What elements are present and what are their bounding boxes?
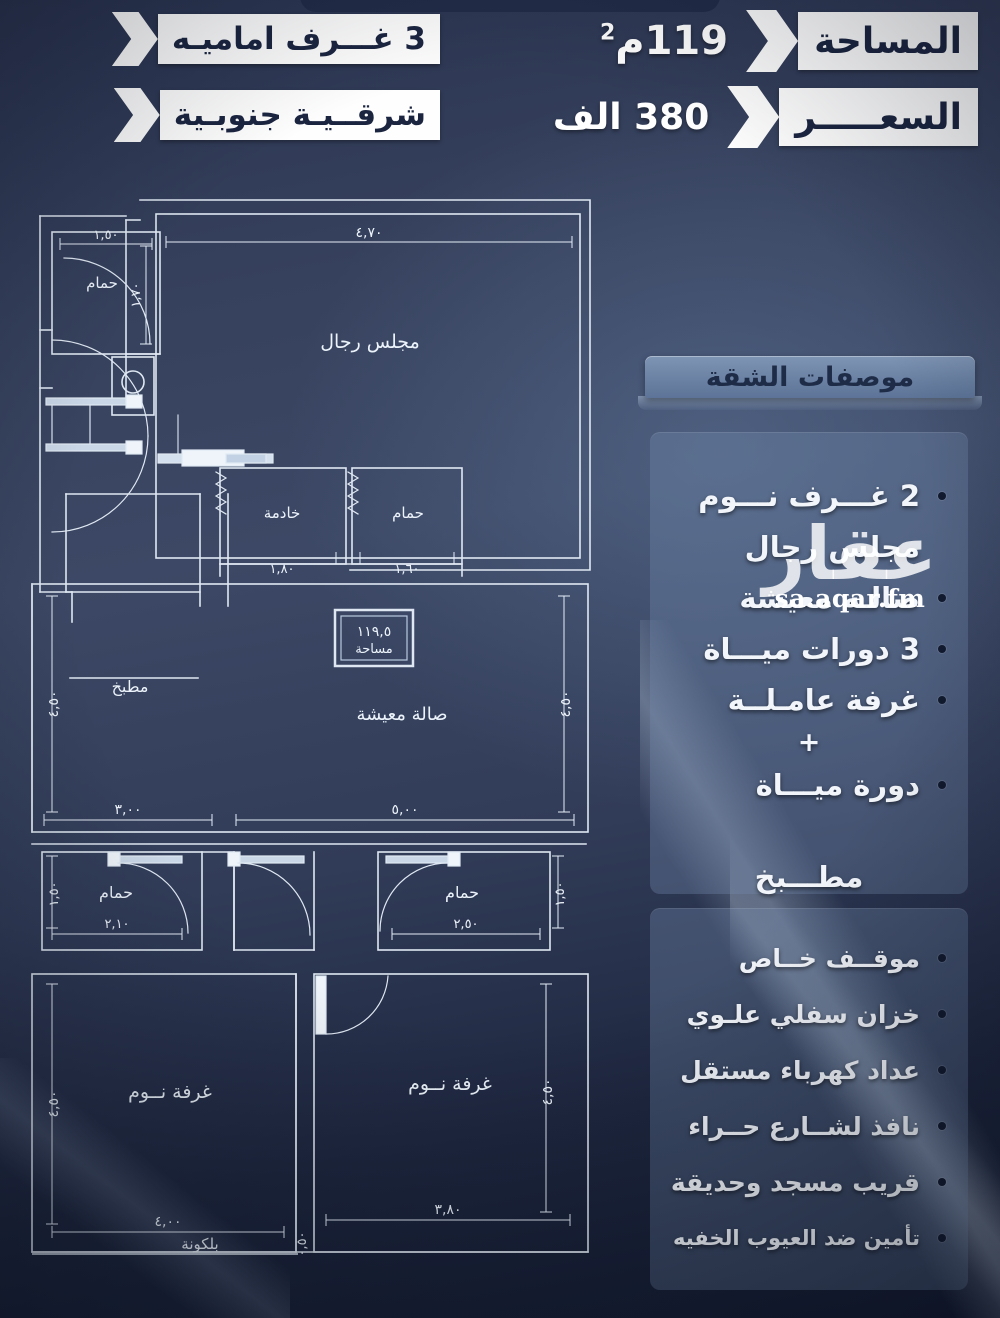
price-value: 380 الف [552,96,710,138]
price-label-plate: السعـــــر [779,88,978,146]
area-value: 119م [615,18,729,64]
dim-kitchen-height: ٤,٥٠ [46,690,62,717]
bullet-dot-icon [938,1010,946,1018]
list-item: نافذ لشــارع حــراء [650,1098,968,1154]
price-ribbon-row: السعـــــر 380 الف [553,86,978,148]
bullet-dot-icon [938,1178,946,1186]
list-item: قريب مسجد وحديقة [650,1154,968,1210]
bullet-dot-icon [938,593,946,602]
spec-kitchen-label: مطـــبخ [754,860,864,894]
spec-item-label: + [797,726,821,758]
spec-panel-title-text: موصفات الشقة [705,361,915,393]
area-label: المساحة [814,20,962,62]
dim-bath4-height: ١,٥٠ [553,881,568,906]
dim-bed1-height: ٤,٥٠ [46,1090,62,1117]
spec-item-label: صالـه معيشة [739,580,920,615]
spec-item-label: مجلس رجال [744,529,920,564]
chevron-icon-direction [113,88,160,142]
area-value-wrap: 119م2 [600,18,728,64]
list-item: صالـه معيشة [650,572,968,623]
dim-living-height: ٤,٥٠ [558,690,574,717]
bullet-dot-icon [938,695,946,704]
front-rooms-ribbon-row: 3 غـــرف اماميـه [111,12,440,66]
dim-kitchen-width: ٣,٠٠ [114,802,141,818]
list-item: عداد كهرباء مستقل [650,1042,968,1098]
bullet-dot-icon [938,1066,946,1074]
plan-label-bedroom-right: غرفة نــوم [408,1073,492,1095]
bullet-dot-icon [938,644,946,653]
dim-bath1-height: ١,٧٠ [129,282,144,307]
front-rooms-plate: 3 غـــرف اماميـه [157,14,440,64]
list-item: 3 دورات ميـــاة [650,623,968,674]
spec-item-label: 3 دورات ميـــاة [703,631,920,666]
plan-label-bath-top: حمام [86,274,118,292]
poster-header: المساحة 119م2 السعـــــر 380 الف 3 غـــر… [0,0,1000,172]
area-ribbon-row: المساحة 119م2 [600,10,978,72]
dim-bed2-height: ٤,٥٠ [540,1078,556,1105]
dim-bed2-width: ٣,٨٠ [434,1202,461,1218]
plan-label-majlis: مجلس رجال [320,331,420,353]
spec-item-label: دورة ميـــاة [755,767,920,802]
plan-label-maid: خادمة [264,504,301,522]
dim-living-width: ٥,٠٠ [391,802,418,818]
direction-ribbon-row: شرقــيـة جنوبـية [113,88,440,142]
list-item: خزان سفلي علـوي [650,986,968,1042]
dim-bath2-width: ١,٦٠ [394,562,419,577]
spec-amenities-list: موقــف خــاص خزان سفلي علـوي عداد كهرباء… [650,930,968,1266]
list-item-plus: + [650,725,968,759]
plan-label-balcony: بلكونة [181,1235,218,1253]
bullet-dot-icon [938,780,946,789]
dim-bath1-width: ١,٥٠ [93,228,118,243]
plan-area-stamp-value: ١١٩,٥ [357,624,392,640]
amenity-item-label: خزان سفلي علـوي [686,999,920,1029]
spec-kitchen-line: مطـــبخ [650,860,968,894]
amenity-item-label: عداد كهرباء مستقل [680,1055,920,1085]
bullet-dot-icon [938,491,946,500]
list-item: 2 غـــرف نـــوم [650,470,968,521]
front-rooms-label: 3 غـــرف اماميـه [171,21,426,57]
list-item: مجلس رجال [650,521,968,572]
dim-bath4-width: ٢,٥٠ [453,917,478,932]
direction-label: شرقــيـة جنوبـية [173,97,426,133]
dim-bath3-width: ٢,١٠ [104,917,129,932]
amenity-item-label: موقــف خــاص [738,943,920,973]
spec-item-label: 2 غـــرف نـــوم [698,478,920,513]
dim-bath3-height: ١,٥٠ [47,881,62,906]
direction-plate: شرقــيـة جنوبـية [159,90,440,140]
price-label: السعـــــر [795,96,962,138]
dim-maid-width: ١,٨٠ [269,562,294,577]
list-item: غرفة عامـلــة [650,674,968,725]
amenity-item-label: قريب مسجد وحديقة [670,1167,920,1197]
list-item: تأمين ضد العيوب الخفيه [650,1210,968,1266]
floor-plan: مجلس رجال حمام خادمة حمام مطبخ صالة معيش… [30,192,610,1262]
dim-bed1-width: ٤,٠٠ [154,1214,181,1230]
dim-majlis-width: ٤,٧٠ [355,225,382,241]
chevron-icon-price [727,86,780,148]
spec-item-label: غرفة عامـلــة [727,682,920,717]
plan-label-kitchen: مطبخ [112,677,149,697]
plan-area-stamp-label: مساحة [355,642,393,657]
bullet-dot-icon [938,1234,946,1242]
spec-main-list: 2 غـــرف نـــوم مجلس رجال صالـه معيشة 3 … [650,470,968,810]
list-item: موقــف خــاص [650,930,968,986]
plan-label-bath-right: حمام [445,883,479,902]
plan-label-bath-left: حمام [99,883,133,902]
spec-title-shadow [638,396,982,410]
amenity-item-label: تأمين ضد العيوب الخفيه [672,1226,920,1250]
bullet-dot-icon [938,954,946,962]
amenity-item-label: نافذ لشــارع حــراء [688,1111,920,1141]
plan-label-bedroom-left: غرفة نــوم [128,1081,212,1103]
list-item: دورة ميـــاة [650,759,968,810]
plan-label-bath-maid: حمام [392,504,424,522]
dim-balcony-height: ٠,٥٠ [295,1231,310,1256]
bullet-dot-icon [938,1122,946,1130]
chevron-icon-front-rooms [111,12,158,66]
plan-label-living: صالة معيشة [356,704,447,725]
area-label-plate: المساحة [798,12,978,70]
chevron-icon-area [746,10,799,72]
spec-panel-title: موصفات الشقة [645,356,975,398]
area-unit-superscript: 2 [599,20,616,46]
